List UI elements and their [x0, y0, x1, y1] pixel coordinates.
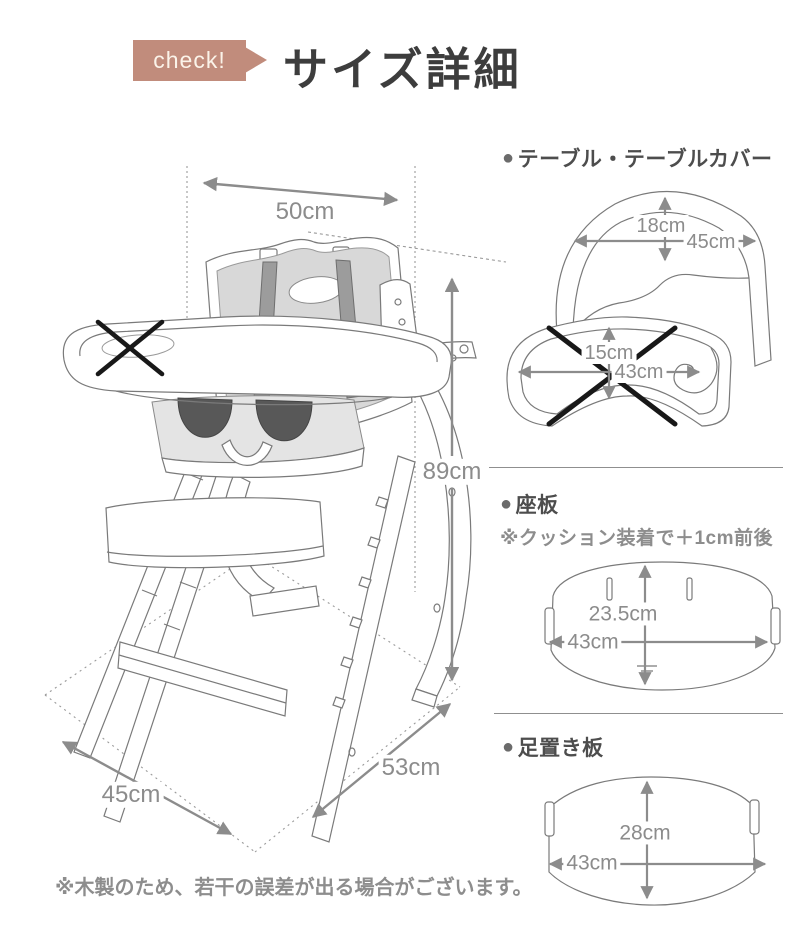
bullet-icon: ●: [502, 146, 515, 169]
chair-depth-front-label: 45cm: [98, 781, 164, 809]
section-title-footrest-label: 足置き板: [517, 737, 604, 760]
check-badge: check!: [133, 40, 246, 81]
seat-depth-label: 23.5cm: [585, 602, 661, 626]
table-cover-shape: [555, 190, 772, 367]
seat-cushion-note: ※クッション装着で＋1cm前後: [500, 528, 773, 549]
seat-width-label: 43cm: [564, 630, 622, 654]
bullet-icon: ●: [502, 735, 515, 758]
chair-steps: [105, 473, 325, 717]
footrest-width-label: 43cm: [563, 851, 621, 875]
chair-width-label: 50cm: [272, 198, 338, 226]
tray-height-label: 15cm: [581, 342, 637, 364]
page-title: サイズ詳細: [283, 44, 522, 95]
seat-board-shape: [544, 561, 781, 691]
chair-seat: [151, 395, 365, 478]
check-badge-label: check!: [153, 47, 226, 73]
section-divider: [494, 713, 783, 714]
seat-board-illustration: [544, 561, 781, 691]
badge-arrow-icon: [245, 47, 267, 73]
footrest-depth-label: 28cm: [616, 821, 674, 845]
chair-illustration: [44, 166, 507, 853]
dimension-guide-lines: [186, 166, 507, 592]
section-title-seat: ● 座板: [500, 489, 559, 519]
cross-out-icon: [95, 319, 165, 377]
chair-tray: [62, 315, 452, 406]
cover-height-label: 18cm: [633, 215, 689, 237]
bullet-icon: ●: [500, 492, 513, 515]
section-title-table-label: テーブル・テーブルカバー: [517, 148, 773, 171]
section-title-table: ● テーブル・テーブルカバー: [502, 143, 772, 173]
section-divider: [489, 467, 783, 468]
floor-guide-lines: [44, 553, 461, 853]
section-title-footrest: ● 足置き板: [502, 732, 604, 762]
chair-height-label: 89cm: [419, 458, 485, 486]
tray-width-label: 43cm: [611, 361, 667, 383]
wood-tolerance-note: ※木製のため、若干の誤差が出る場合がございます。: [55, 877, 533, 899]
chair-depth-side-label: 53cm: [378, 754, 444, 782]
cover-width-label: 45cm: [683, 231, 739, 253]
section-title-seat-label: 座板: [515, 494, 559, 517]
